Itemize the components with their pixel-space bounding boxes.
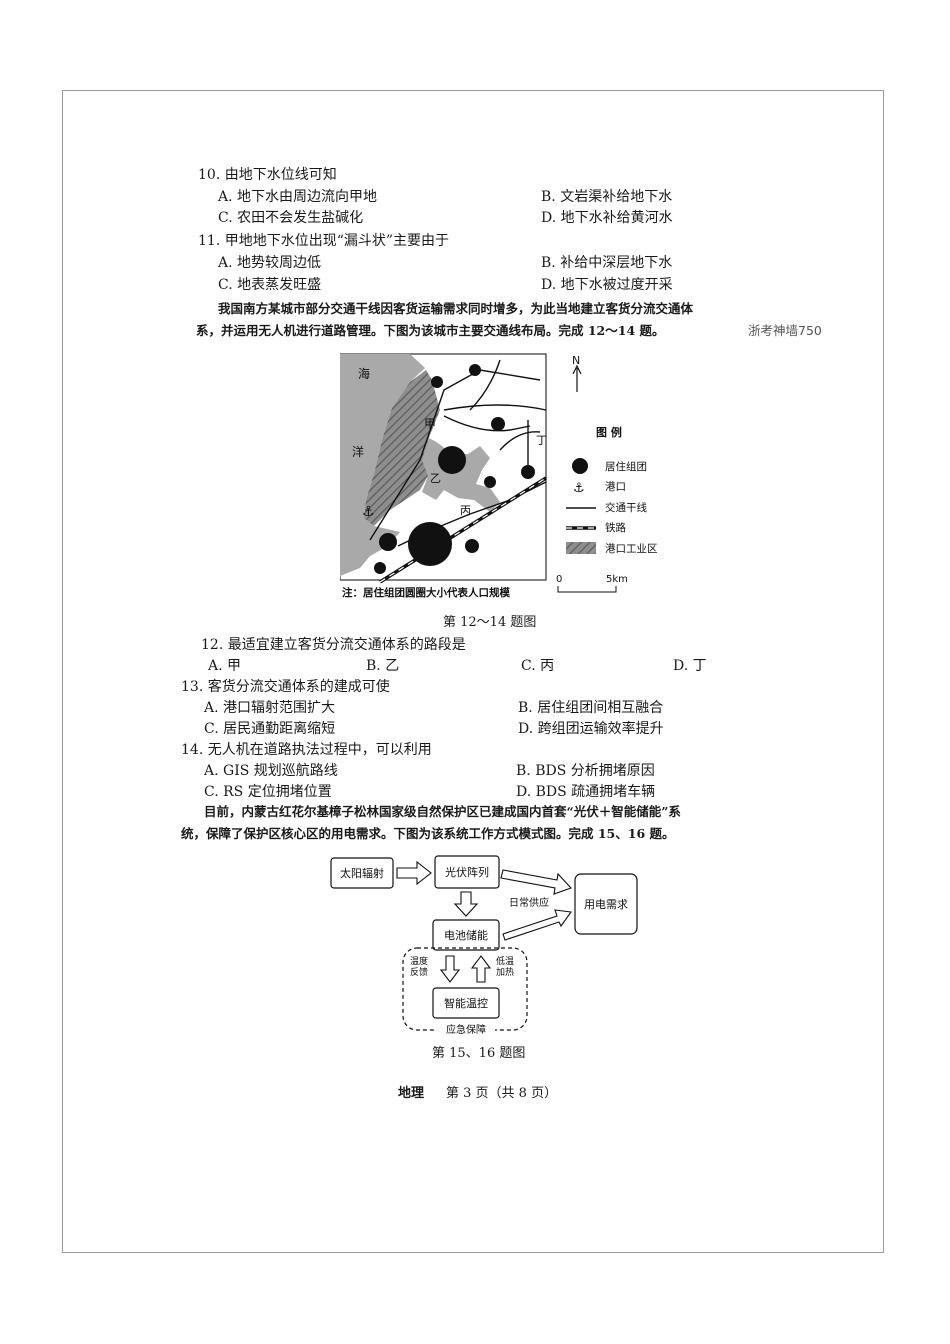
emergency-label: 应急保障 [446,1023,486,1036]
arrow-pv-to-battery [453,891,479,917]
residential-cluster [469,364,481,376]
north-label: N [572,354,580,367]
road-1 [369,369,541,541]
label-ding: 丁 [536,434,547,447]
legend-residential: 居住组团 [605,460,647,473]
map-caption: 第 12～14 题图 [443,615,537,630]
road-4 [499,431,541,451]
smart-temp-box [432,987,500,1019]
intro-15-16-line1: 目前，内蒙古红花尔基樟子松林国家级自然保护区已建成国内首套“光伏＋智能储能”系 [204,804,681,819]
label-bing: 丙 [460,504,471,517]
q14-option-a: A. GIS 规划巡航路线 [204,763,338,779]
sea-area [340,354,425,576]
legend-industrial: 港口工业区 [605,543,658,555]
road-6 [469,359,501,411]
residential-cluster [438,446,466,474]
sea-label-2: 洋 [352,444,364,459]
q14-option-d: D. BDS 疏通拥堵车辆 [516,784,656,800]
anchor-icon: ⚓ [362,504,375,520]
q11-stem: 11. 甲地地下水位出现“漏斗状”主要由于 [198,233,450,249]
sea-label-1: 海 [358,366,370,381]
scale-bar [557,586,617,593]
road-3 [443,415,531,432]
demand-label: 用电需求 [584,898,628,911]
legend-port: 港口 [605,481,626,493]
scale-five: 5km [606,574,628,585]
legend-railway: 铁路 [605,521,626,534]
page-border [62,90,884,1253]
low-heat-label-1: 低温 [496,955,514,967]
q14-stem: 14. 无人机在道路执法过程中，可以利用 [181,742,432,758]
scale-zero: 0 [556,574,562,585]
arrow-low-temp-heating [470,955,492,983]
q12-stem: 12. 最适宜建立客货分流交通体系的路段是 [201,637,466,653]
q13-stem: 13. 客货分流交通体系的建成可使 [181,679,390,695]
q12-option-b: B. 乙 [366,658,400,674]
road-2 [443,404,547,411]
intro-12-14-line1: 我国南方某城市部分交通干线因客货运输需求同时增多，为此当地建立客货分流交通体 [218,301,694,316]
arrow-pv-to-demand [500,869,572,895]
legend-anchor-icon: ⚓ [573,481,585,496]
legend-industrial-icon [566,542,596,554]
q10-option-c: C. 农田不会发生盐碱化 [218,210,364,226]
q14-option-b: B. BDS 分析拥堵原因 [516,763,655,779]
residential-cluster [491,417,505,431]
residential-cluster [408,522,452,566]
q13-option-d: D. 跨组团运输效率提升 [518,721,664,737]
legend-road: 交通干线 [605,501,647,514]
residential-cluster [374,562,386,574]
map-note: 注：居住组团圆圈大小代表人口规模 [342,586,510,599]
demand-box [574,873,638,935]
port-industrial-zone [364,370,440,526]
residential-cluster [431,376,443,388]
footer-subject: 地理 [398,1086,425,1101]
legend-residential-icon [572,458,588,474]
residential-cluster [465,539,479,553]
residential-cluster [521,465,535,479]
q13-option-b: B. 居住组团间相互融合 [518,700,664,716]
pv-label: 光伏阵列 [445,865,489,879]
q11-option-c: C. 地表蒸发旺盛 [218,277,322,293]
residential-cluster [379,533,397,551]
q13-option-c: C. 居民通勤距离缩短 [204,721,336,737]
q11-option-a: A. 地势较周边低 [218,255,322,271]
temp-feedback-label-1: 温度 [410,955,428,967]
pv-storage-flow-diagram: 太阳辐射 光伏阵列 用电需求 电池储能 智能温控 应急保障 日常供应 温度 反馈… [330,855,638,1036]
smart-label: 智能温控 [444,996,488,1010]
label-yi: 乙 [430,472,441,485]
arrow-temp-feedback [439,955,461,983]
intro-12-14-line2: 系，并运用无人机进行道路管理。下图为该城市主要交通线布局。完成 12～14 题。 [196,323,665,338]
q12-option-a: A. 甲 [208,658,242,674]
q11-option-d: D. 地下水被过度开采 [541,277,673,293]
legend-title: 图 例 [596,425,622,439]
q11-option-b: B. 补给中深层地下水 [541,255,673,271]
label-jia: 甲 [424,417,436,431]
q14-option-c: C. RS 定位拥堵位置 [204,784,332,800]
arrow-battery-to-demand [502,909,572,941]
temp-feedback-label-2: 反馈 [410,966,428,978]
railway-line [379,476,547,584]
q12-option-d: D. 丁 [673,658,707,674]
flow-caption: 第 15、16 题图 [432,1046,526,1061]
q10-stem: 10. 由地下水位线可知 [198,167,337,183]
arrow-solar-to-pv [396,860,432,886]
watermark-text: 浙考神墙750 [748,323,822,338]
intro-15-16-line2: 统，保障了保护区核心区的用电需求。下图为该系统工作方式模式图。完成 15、16 … [181,826,675,841]
battery-box [432,919,500,951]
q10-option-a: A. 地下水由周边流向甲地 [218,189,378,205]
q12-option-c: C. 丙 [521,658,555,674]
city-transport-map: ⚓ 海 洋 甲 乙 丙 丁 N 图 例 居住组团 ⚓ 港口 交通干线 铁路 港口… [340,353,658,599]
pv-array-box [434,855,500,889]
q10-option-b: B. 文岩渠补给地下水 [541,189,673,205]
solar-radiation-box [330,857,394,889]
q10-option-d: D. 地下水补给黄河水 [541,210,673,226]
residential-cluster [484,476,496,488]
q13-option-a: A. 港口辐射范围扩大 [204,700,336,716]
daily-supply-label: 日常供应 [509,896,549,909]
battery-label: 电池储能 [444,928,488,942]
low-heat-label-2: 加热 [496,966,514,978]
solar-label: 太阳辐射 [340,866,384,880]
footer-page-number: 第 3 页（共 8 页） [446,1086,558,1101]
